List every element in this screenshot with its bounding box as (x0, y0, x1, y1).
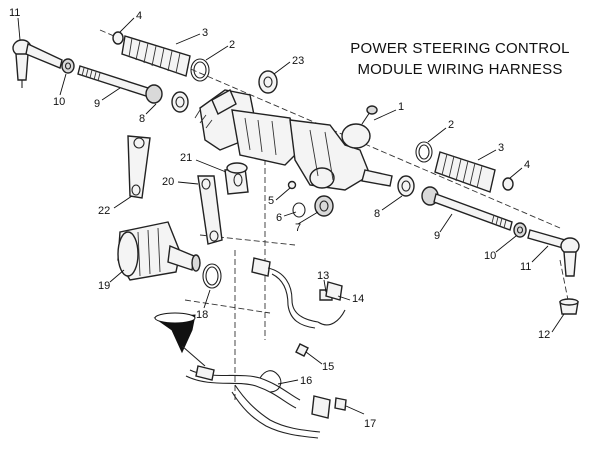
mounting-link-22 (127, 135, 151, 199)
callout-12: 12 (538, 329, 550, 341)
callout-10-right: 10 (484, 250, 496, 262)
left-boot (121, 35, 191, 77)
callout-3-right: 3 (498, 142, 504, 154)
left-inner-tie-rod (77, 65, 163, 104)
callout-9-right: 9 (434, 230, 440, 242)
callout-18: 18 (196, 309, 208, 321)
pinion-seal-and-fasteners (287, 180, 334, 218)
callout-22: 22 (98, 205, 110, 217)
callout-16: 16 (300, 375, 312, 387)
mount-bushing-23 (258, 70, 278, 94)
right-large-boot-clamp (415, 141, 433, 163)
left-small-boot-clamp (112, 31, 124, 45)
right-inner-tie-rod (421, 186, 513, 231)
callout-4-right: 4 (524, 159, 530, 171)
right-jam-nut (513, 222, 527, 238)
callout-9-left: 9 (94, 98, 100, 110)
callout-3-left: 3 (202, 27, 208, 39)
callout-5: 5 (268, 195, 274, 207)
right-small-boot-clamp (502, 177, 514, 191)
callout-2-right: 2 (448, 119, 454, 131)
callout-14: 14 (352, 293, 364, 305)
callout-23: 23 (292, 55, 304, 67)
mount-bushing-21 (224, 162, 249, 195)
mounting-link-20 (197, 175, 223, 245)
steering-gear-housing (194, 89, 393, 191)
diagram-title-line-1: POWER STEERING CONTROL (350, 40, 570, 57)
callout-leader-lines (17, 17, 565, 415)
left-jam-nut (61, 58, 75, 74)
callout-19: 19 (98, 280, 110, 292)
callout-17: 17 (364, 418, 376, 430)
callout-7: 7 (295, 222, 301, 234)
callout-10-left: 10 (53, 96, 65, 108)
wiring-harness (185, 257, 347, 439)
left-rack-spacer (171, 91, 189, 113)
callout-2-left: 2 (229, 39, 235, 51)
power-steering-motor (117, 221, 201, 281)
callout-21: 21 (180, 152, 192, 164)
callout-1: 1 (398, 101, 404, 113)
callout-13: 13 (317, 270, 329, 282)
motor-o-ring (202, 263, 222, 289)
right-outer-tie-rod-end (527, 229, 580, 277)
callout-11-right: 11 (520, 261, 531, 273)
callout-20: 20 (162, 176, 174, 188)
assembly-reference-lines (99, 29, 569, 400)
callout-15: 15 (322, 361, 334, 373)
view-direction-arrow (153, 312, 206, 367)
callout-4-left: 4 (136, 10, 142, 22)
callout-numbers: 11 4 3 2 23 10 9 8 1 2 3 4 21 20 22 5 6 … (9, 7, 550, 430)
callout-11-left: 11 (9, 7, 20, 19)
callout-8-left: 8 (139, 113, 145, 125)
callout-6: 6 (276, 212, 282, 224)
right-rack-spacer (397, 175, 415, 197)
tie-rod-end-seal (559, 298, 579, 315)
callout-8-right: 8 (374, 208, 380, 220)
left-large-boot-clamp (190, 58, 210, 82)
diagram-title-line-2: MODULE WIRING HARNESS (357, 61, 563, 78)
right-boot (434, 151, 496, 193)
left-outer-tie-rod-end (12, 39, 63, 88)
